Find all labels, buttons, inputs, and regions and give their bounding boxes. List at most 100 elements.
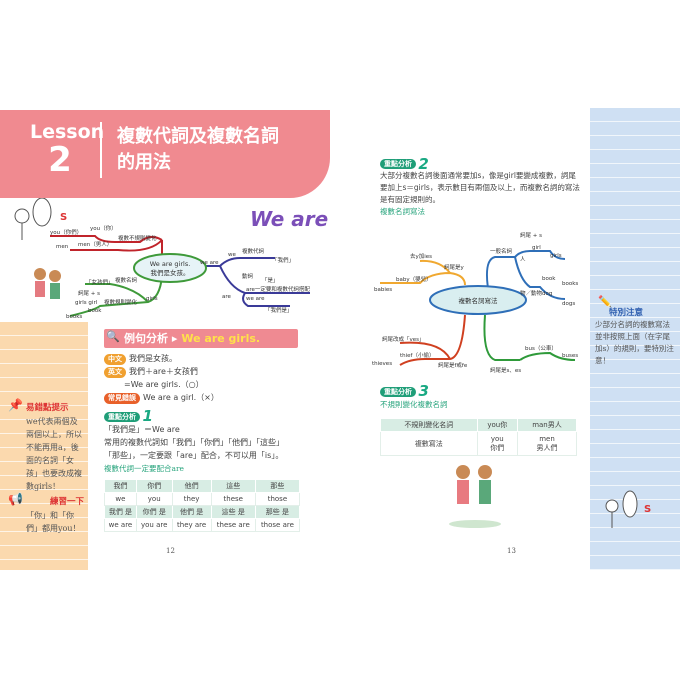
page-number-left: 12 bbox=[166, 547, 175, 555]
example-banner: 例句分析 ▸We are girls. bbox=[104, 329, 298, 348]
key1-line1: 「我們是」＝We are bbox=[104, 425, 180, 434]
key-point-2: 重點分析 2 大部分複數名詞後面通常要加s，像是girl要變成複數，詞尾 要加上… bbox=[380, 155, 590, 218]
key3-tag: 重點分析 bbox=[380, 387, 416, 397]
mm-label: book bbox=[542, 276, 556, 282]
cell-zh: 男人們 bbox=[536, 443, 558, 452]
lesson-word: Lesson bbox=[30, 121, 105, 143]
mm-label: 詞尾 + s bbox=[520, 231, 542, 239]
mm-label: men（男人） bbox=[78, 241, 112, 248]
mm-label: are一定要和複數代詞搭配 bbox=[246, 285, 310, 293]
table-cell: 那些 bbox=[254, 479, 301, 493]
mm-label: 物／動物 bbox=[520, 289, 543, 297]
table-cell: they are bbox=[171, 518, 212, 532]
example-heading: 例句分析 bbox=[124, 332, 168, 345]
mindmap-plural-nouns: 複數名詞寫法 一般名詞 人 girl girls 物／動物 book books… bbox=[372, 231, 578, 374]
zh-tag: 中文 bbox=[104, 354, 126, 365]
key2-tag: 重點分析 bbox=[380, 159, 416, 169]
title-line2: 的用法 bbox=[117, 152, 171, 173]
cell-en: you bbox=[490, 434, 504, 443]
mindmap-center-bubble bbox=[133, 253, 207, 283]
svg-text:S: S bbox=[60, 212, 67, 223]
stick-figure-illustration: S bbox=[14, 198, 67, 240]
table-cell: you are bbox=[135, 518, 173, 532]
mm-label: books bbox=[562, 281, 578, 287]
key1-line2: 常用的複數代詞如「我們」「你們」「他們」「這些」 bbox=[104, 438, 284, 447]
table-cell: 我們 bbox=[104, 479, 137, 493]
mm-label: 詞尾是f或fe bbox=[438, 361, 468, 369]
mm-label: 動詞 bbox=[242, 272, 254, 280]
special-note-title: 特別注意 bbox=[609, 308, 644, 318]
mm-label: bus（公車） bbox=[525, 344, 557, 352]
tip-error-title: 易錯點提示 bbox=[26, 403, 69, 413]
example-body: 中文我們是女孩。 英文我們＋are＋女孩們 =We are girls.（○） … bbox=[104, 352, 324, 404]
mm-label: baby（嬰兒） bbox=[396, 275, 432, 283]
mm-label: thieves bbox=[372, 361, 392, 367]
table-cell: we are bbox=[104, 518, 137, 532]
tip-error-text: we代表兩個及兩個以上，所以不能再用a，後面的名詞「女孩」也要改成複數girls… bbox=[26, 417, 82, 491]
mm-label: 複數代詞 bbox=[242, 247, 265, 255]
table-cell: 他們 是 bbox=[171, 505, 212, 519]
special-note: 特別注意 少部分名詞的複數寫法並非按照上面（在字尾加s）的規則，要特別注意！ bbox=[595, 307, 677, 367]
mindmap-center-bubble bbox=[429, 285, 527, 315]
table-cell: you bbox=[135, 492, 173, 506]
table-cell: 複數寫法 bbox=[380, 431, 478, 456]
center-label: 複數名詞寫法 bbox=[459, 296, 499, 305]
table-cell: they bbox=[171, 492, 212, 506]
stick-figure-illustration: S bbox=[605, 490, 651, 528]
mm-label: book bbox=[88, 308, 102, 314]
table-cell: 這些 是 bbox=[210, 505, 256, 519]
mm-label: you（你） bbox=[90, 224, 117, 232]
table-row: 我們你們他們這些那些 bbox=[104, 479, 301, 493]
mm-label: are bbox=[222, 294, 232, 300]
mm-label: 去y加ies bbox=[410, 252, 432, 260]
tips-sidebar bbox=[0, 322, 88, 570]
key1-line3: 「那些」，一定要跟「are」配合，不可以用「is」。 bbox=[104, 451, 284, 460]
key3-number: 3 bbox=[418, 382, 429, 400]
zh-text: 我們是女孩。 bbox=[129, 354, 177, 363]
table-cell: 你們 bbox=[135, 479, 173, 493]
table-cell: 這些 bbox=[210, 479, 256, 493]
mm-label: dog bbox=[542, 291, 552, 297]
lesson-header bbox=[0, 110, 330, 198]
mm-label: buses bbox=[562, 353, 578, 359]
mm-label: 「女孩們」 bbox=[86, 278, 114, 286]
table-cell: those bbox=[254, 492, 301, 506]
key2-number: 2 bbox=[418, 155, 429, 173]
key2-line2: 要加上s＝girls，表示數目有兩個及以上，而複數名詞的寫法 bbox=[380, 183, 580, 192]
tip-practice-text: 「你」和「你們」都用you！ bbox=[26, 511, 81, 533]
cell-zh: 你們 bbox=[490, 443, 505, 452]
mm-label: we are bbox=[246, 296, 265, 302]
pencil-icon: ✏️ bbox=[598, 295, 612, 308]
mm-label: books bbox=[66, 314, 82, 320]
key-point-3: 重點分析 3 不規則變化複數名詞 bbox=[380, 382, 590, 411]
mm-label: 詞尾改成「ves」 bbox=[382, 335, 425, 343]
key2-line1: 大部分複數名詞後面通常要加s，像是girl要變成複數，詞尾 bbox=[380, 171, 576, 180]
key1-number: 1 bbox=[142, 407, 153, 425]
mm-label: 詞尾 + s bbox=[78, 289, 100, 297]
mm-label: girl bbox=[532, 245, 541, 251]
mm-label: babies bbox=[374, 287, 392, 293]
mm-label: 一般名詞 bbox=[490, 247, 513, 255]
svg-text:S: S bbox=[644, 504, 651, 515]
error-text: We are a girl.（×） bbox=[143, 393, 219, 402]
cell-en: men bbox=[539, 434, 555, 443]
girls-illustration bbox=[34, 268, 61, 299]
table-cell: 我們 是 bbox=[104, 505, 137, 519]
table-cell: these bbox=[210, 492, 256, 506]
mm-label: girls girl bbox=[75, 300, 98, 306]
mm-label: we are bbox=[200, 260, 219, 266]
mm-label: we bbox=[228, 252, 236, 258]
megaphone-icon: 📢 bbox=[8, 492, 23, 506]
page-number-right: 13 bbox=[507, 547, 516, 555]
notes-sidebar bbox=[590, 108, 680, 570]
table-row: 我們 是你們 是他們 是這些 是那些 是 bbox=[104, 505, 301, 519]
magnifier-icon: 🔍 bbox=[106, 330, 120, 343]
example-sentence: We are girls. bbox=[181, 332, 261, 345]
mm-label: girls bbox=[550, 253, 562, 259]
